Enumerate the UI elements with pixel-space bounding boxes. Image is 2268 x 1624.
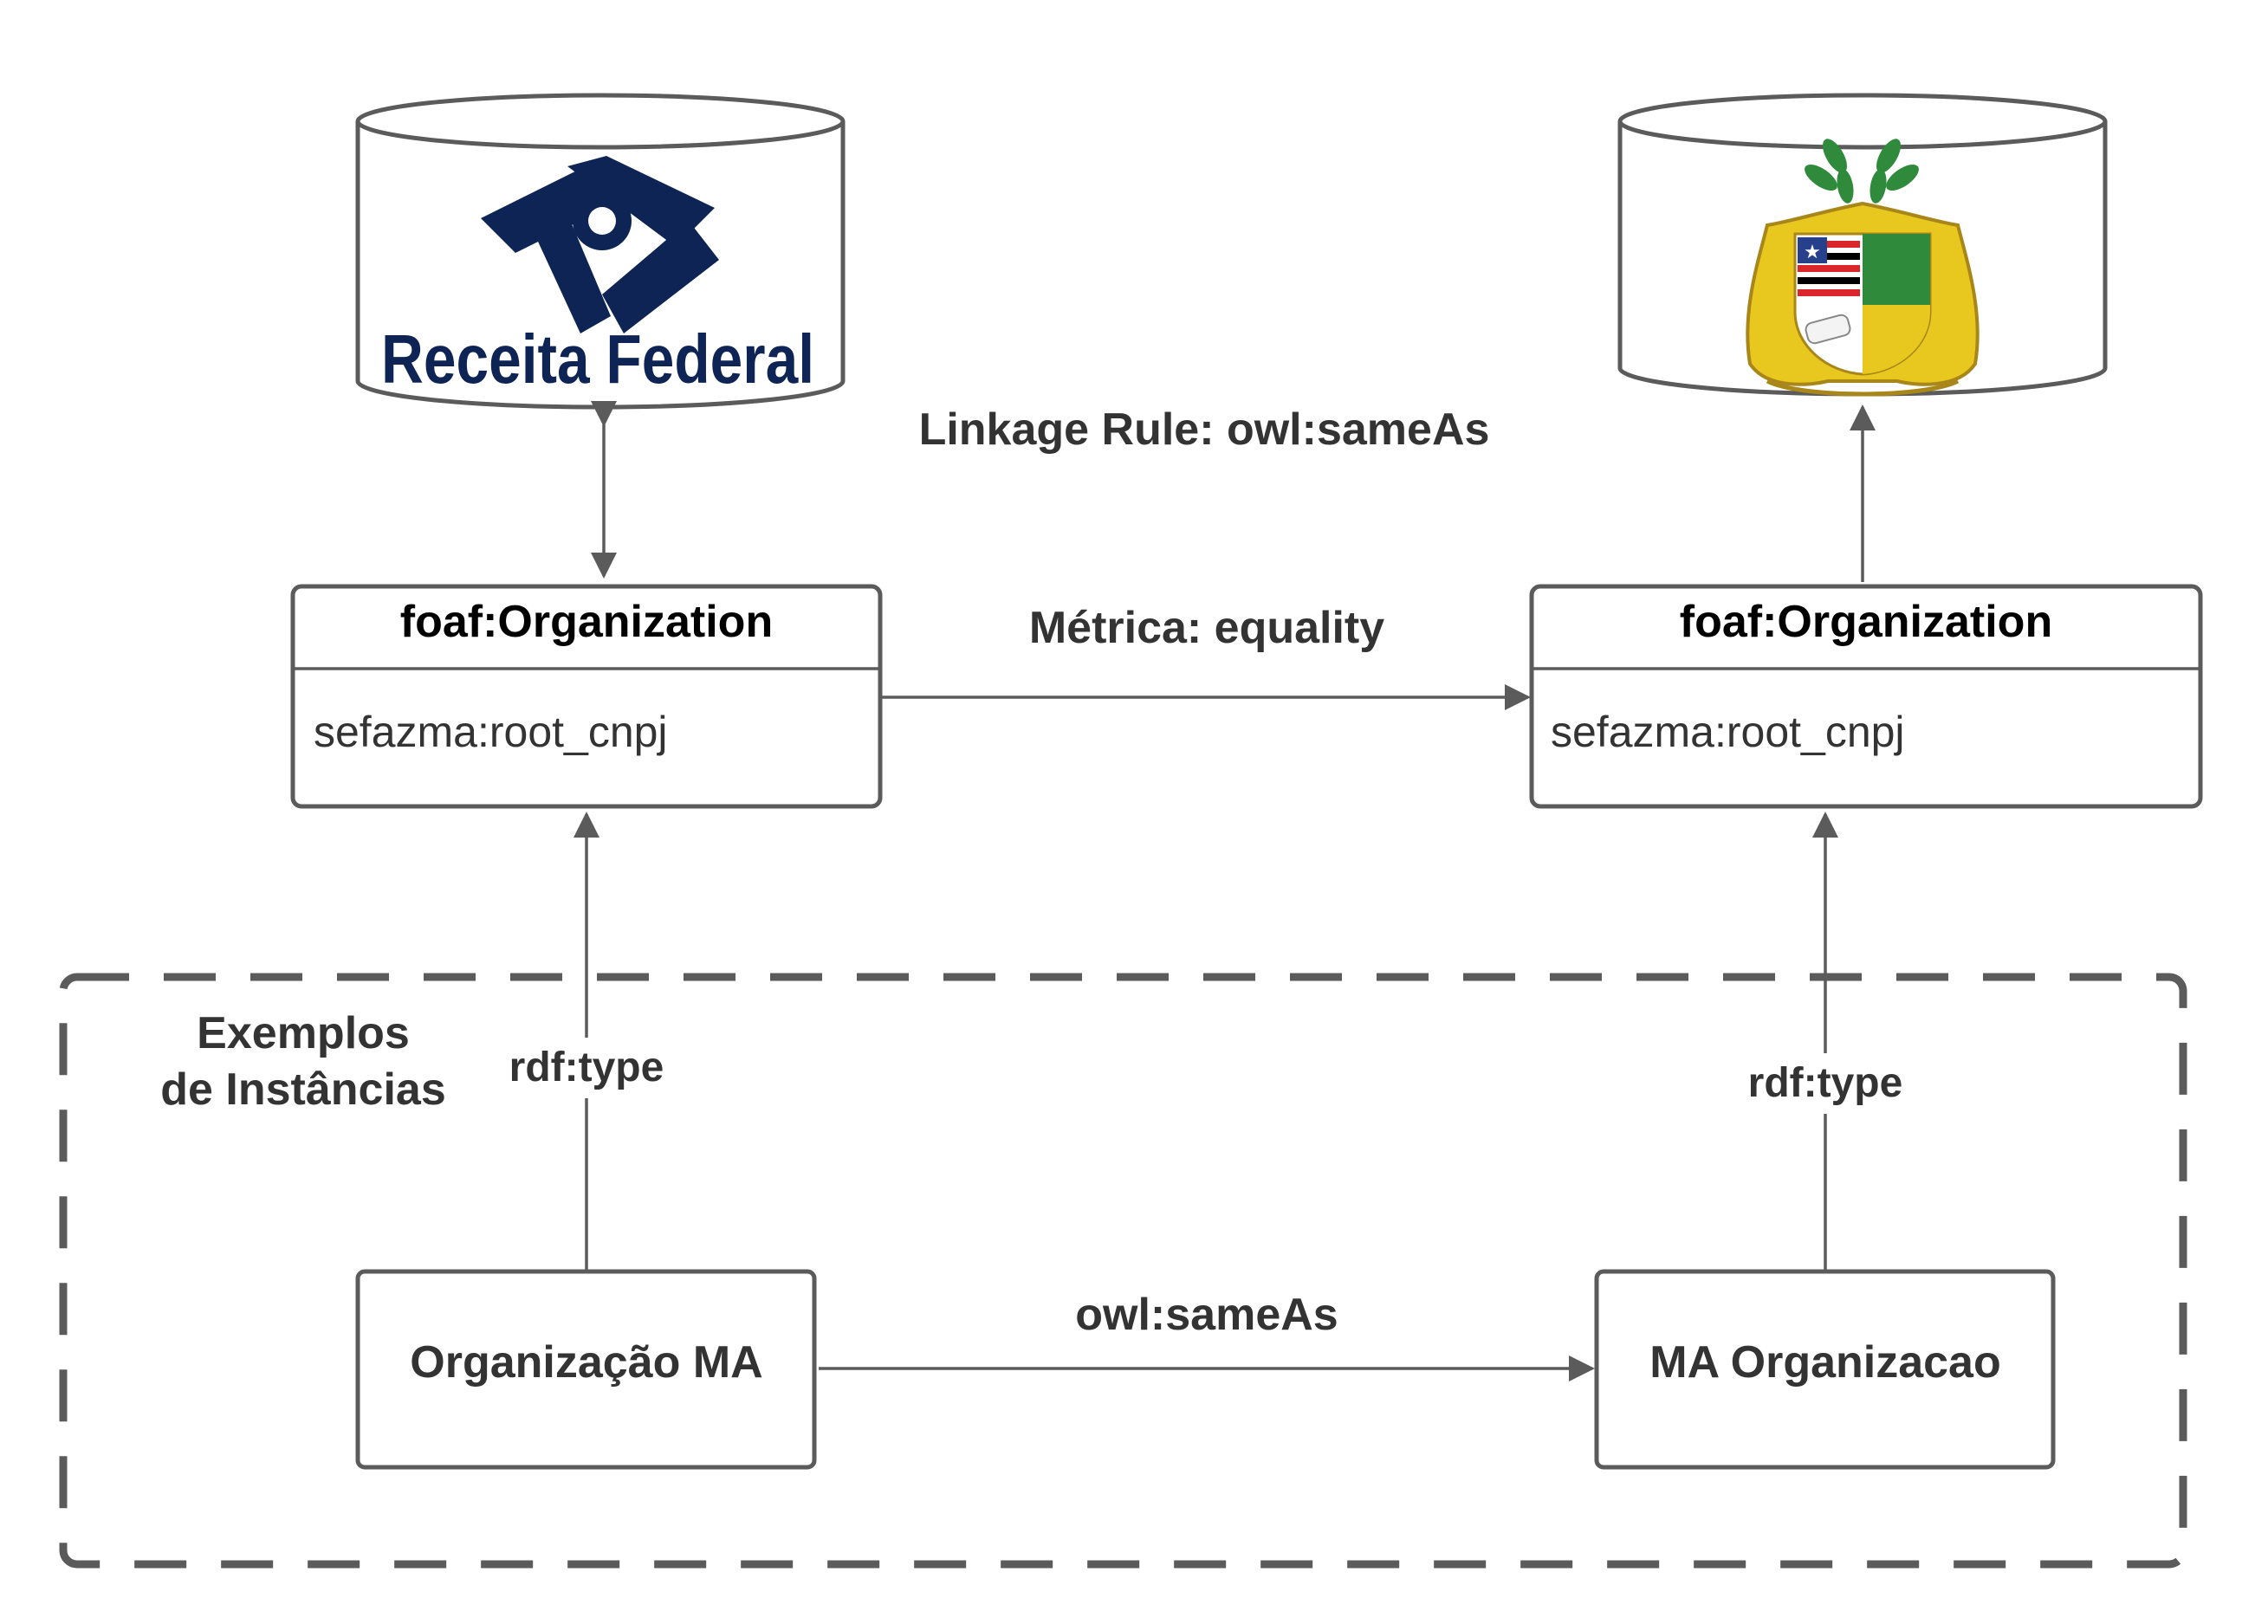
same-as-label: owl:sameAs xyxy=(1075,1290,1338,1340)
receita-federal-logo: Receita Federal xyxy=(381,156,814,398)
metric-edge: Métrica: equality xyxy=(882,603,1531,710)
class-box-right: foaf:Organization sefazma:root_cnpj xyxy=(1529,584,2203,809)
receita-federal-logo-text: Receita Federal xyxy=(381,320,814,398)
svg-text:★: ★ xyxy=(1804,241,1821,262)
instance-label-right: MA Organizacao xyxy=(1649,1337,2001,1388)
class-title-left: foaf:Organization xyxy=(400,597,773,647)
database-sefaz-ma: ★ xyxy=(1617,93,2108,397)
rdf-type-edge-right: rdf:type xyxy=(1741,812,1910,1270)
metric-label: Métrica: equality xyxy=(1029,603,1384,653)
maranhao-coat-of-arms-icon: ★ xyxy=(1746,139,1980,397)
same-as-edge: owl:sameAs xyxy=(819,1290,1595,1381)
rdf-type-label-right: rdf:type xyxy=(1748,1060,1903,1106)
instance-box-right: MA Organizacao xyxy=(1594,1269,2056,1470)
instance-label-left: Organização MA xyxy=(410,1337,762,1388)
instances-group-label-line1: Exemplos xyxy=(197,1008,410,1058)
class-property-right: sefazma:root_cnpj xyxy=(1551,708,1905,756)
rdf-type-edge-left: rdf:type xyxy=(502,812,671,1270)
instance-box-left: Organização MA xyxy=(355,1269,817,1470)
class-title-right: foaf:Organization xyxy=(1680,597,2052,647)
instances-group-label-line2: de Instâncias xyxy=(160,1064,445,1115)
instances-group: Exemplos de Instâncias xyxy=(59,973,2187,1569)
class-property-left: sefazma:root_cnpj xyxy=(314,708,668,756)
class-box-left: foaf:Organization sefazma:root_cnpj xyxy=(290,584,883,809)
linkage-rule-label: Linkage Rule: owl:sameAs xyxy=(919,404,1490,455)
rdf-type-label-left: rdf:type xyxy=(509,1045,664,1090)
database-receita-federal: Receita Federal xyxy=(355,93,846,410)
